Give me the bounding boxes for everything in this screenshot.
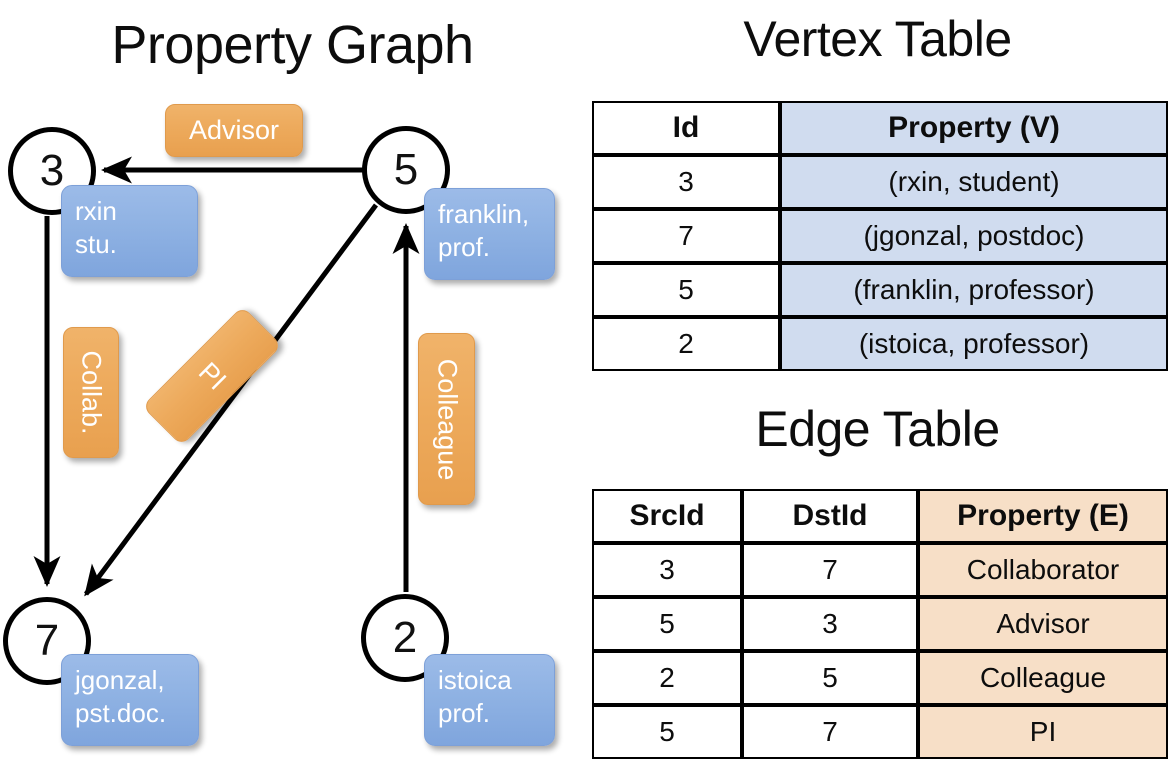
table-header-row: Id Property (V) — [592, 101, 1168, 155]
node-property-line: prof. — [438, 698, 491, 729]
edge-cell-property: Advisor — [918, 597, 1168, 651]
edge-cell-dstid: 7 — [742, 705, 918, 759]
edge-cell-srcid: 5 — [592, 597, 742, 651]
edge-header-dstid: DstId — [742, 489, 918, 543]
table-row: 5 (franklin, professor) — [592, 263, 1168, 317]
node-property-line: prof. — [438, 232, 491, 263]
node-property-line: rxin — [75, 196, 117, 226]
edge-table: SrcId DstId Property (E) 3 7 Collaborato… — [592, 489, 1168, 759]
edge-header-property: Property (E) — [918, 489, 1168, 543]
edge-line-5-to-7 — [83, 203, 379, 597]
edge-header-srcid: SrcId — [592, 489, 742, 543]
node-property-box-2: istoica prof. — [424, 654, 555, 746]
vertex-cell-property: (istoica, professor) — [780, 317, 1168, 371]
edge-cell-dstid: 5 — [742, 651, 918, 705]
edge-label-colleague: Colleague — [418, 333, 475, 505]
edge-label-collab: Collab. — [63, 327, 119, 458]
vertex-cell-property: (jgonzal, postdoc) — [780, 209, 1168, 263]
table-row: 3 7 Collaborator — [592, 543, 1168, 597]
table-header-row: SrcId DstId Property (E) — [592, 489, 1168, 543]
graph-node-5-label: 5 — [393, 145, 419, 194]
vertex-cell-property: (rxin, student) — [780, 155, 1168, 209]
node-property-line: pst.doc. — [75, 698, 167, 729]
table-row: 3 (rxin, student) — [592, 155, 1168, 209]
vertex-header-property: Property (V) — [780, 101, 1168, 155]
table-row: 5 3 Advisor — [592, 597, 1168, 651]
edge-cell-dstid: 7 — [742, 543, 918, 597]
vertex-cell-id: 5 — [592, 263, 780, 317]
node-property-line: stu. — [75, 229, 117, 260]
graph-node-3-label: 3 — [39, 146, 65, 195]
edge-cell-dstid: 3 — [742, 597, 918, 651]
edge-cell-srcid: 3 — [592, 543, 742, 597]
edge-cell-srcid: 5 — [592, 705, 742, 759]
vertex-header-id: Id — [592, 101, 780, 155]
edge-label-text: Collab. — [76, 350, 107, 435]
table-row: 7 (jgonzal, postdoc) — [592, 209, 1168, 263]
vertex-cell-property: (franklin, professor) — [780, 263, 1168, 317]
page-title-vertex-table: Vertex Table — [743, 11, 1012, 67]
edge-cell-srcid: 2 — [592, 651, 742, 705]
graph-node-5[interactable]: 5 — [362, 126, 450, 214]
table-row: 5 7 PI — [592, 705, 1168, 759]
node-property-box-5: franklin, prof. — [424, 188, 555, 280]
vertex-cell-id: 7 — [592, 209, 780, 263]
page-title-property-graph: Property Graph — [111, 15, 474, 75]
property-graph-diagram: 3 5 7 2 rxin stu. franklin, prof. jgonza… — [3, 104, 555, 746]
node-property-line: franklin, — [438, 199, 530, 229]
table-row: 2 5 Colleague — [592, 651, 1168, 705]
node-property-line: jgonzal, — [75, 665, 165, 695]
edge-cell-property: Colleague — [918, 651, 1168, 705]
node-property-box-3: rxin stu. — [61, 185, 198, 277]
vertex-cell-id: 2 — [592, 317, 780, 371]
edge-label-text: PI — [192, 356, 232, 396]
edge-cell-property: Collaborator — [918, 543, 1168, 597]
edge-label-text: Advisor — [188, 115, 280, 145]
graph-edge-lines — [33, 156, 420, 597]
edge-cell-property: PI — [918, 705, 1168, 759]
graph-node-2-label: 2 — [392, 613, 418, 662]
edge-label-advisor: Advisor — [165, 104, 303, 157]
page-title-edge-table: Edge Table — [755, 401, 1000, 457]
node-property-line: istoica — [438, 665, 512, 695]
node-property-box-7: jgonzal, pst.doc. — [61, 654, 199, 746]
edge-label-text: Colleague — [432, 358, 462, 480]
vertex-table: Id Property (V) 3 (rxin, student) 7 (jgo… — [592, 101, 1168, 371]
table-row: 2 (istoica, professor) — [592, 317, 1168, 371]
graph-node-2[interactable]: 2 — [361, 594, 449, 682]
graph-node-7-label: 7 — [34, 616, 60, 665]
vertex-cell-id: 3 — [592, 155, 780, 209]
